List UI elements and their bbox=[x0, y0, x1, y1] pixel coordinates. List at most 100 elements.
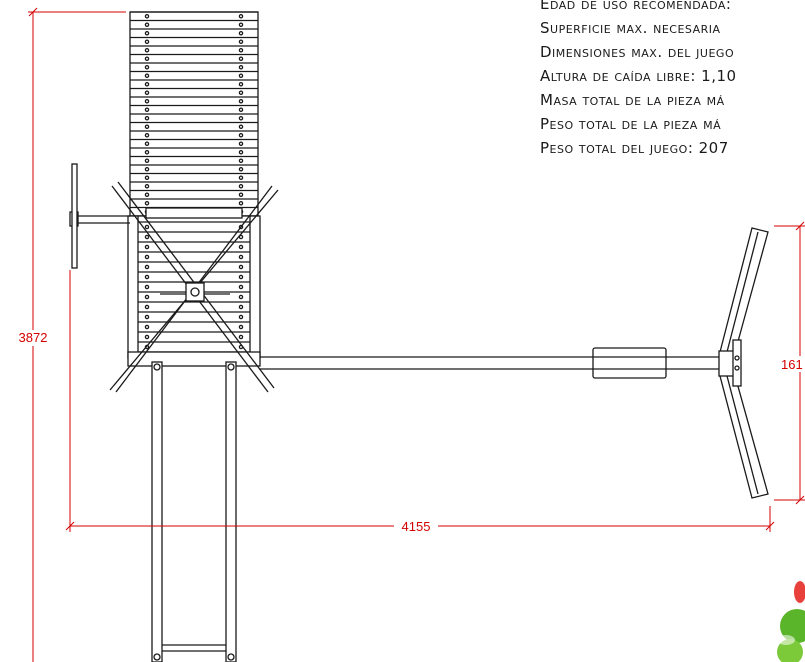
slat-screw bbox=[144, 158, 150, 163]
v-arm-line bbox=[726, 231, 759, 353]
spec-line: Peso total del juego: 207 bbox=[540, 139, 729, 157]
slat-screw bbox=[144, 183, 150, 189]
logo-highlight bbox=[777, 635, 795, 645]
dim-tick bbox=[795, 495, 805, 505]
spec-line: Altura de caída libre: 1,10 bbox=[540, 67, 737, 85]
slat-screw bbox=[144, 90, 150, 96]
slat-screw bbox=[144, 234, 150, 240]
slat-screw bbox=[144, 56, 150, 62]
slat-screw bbox=[238, 73, 244, 79]
slat-screw bbox=[238, 192, 244, 197]
side-handle bbox=[71, 163, 78, 269]
dim-tick bbox=[65, 521, 75, 531]
ladder-rail bbox=[225, 361, 237, 662]
joint-bolt bbox=[734, 365, 740, 371]
slat-screw bbox=[144, 132, 150, 138]
slat-screw bbox=[238, 183, 244, 189]
slat-screw bbox=[238, 254, 244, 260]
slat-screw bbox=[238, 244, 244, 250]
slat-screw bbox=[238, 304, 244, 310]
slat-screw bbox=[238, 274, 244, 280]
beam-sleeve bbox=[592, 347, 667, 379]
spec-line: Dimensiones max. del juego bbox=[540, 43, 735, 61]
slat-screw bbox=[144, 65, 150, 70]
dim-tick bbox=[765, 521, 775, 531]
dim-width-label: 4155 bbox=[402, 519, 431, 534]
slat-screw bbox=[238, 116, 244, 121]
slat-screw bbox=[238, 13, 244, 19]
slat-screw bbox=[144, 22, 150, 27]
dim-label-bg bbox=[14, 330, 52, 346]
slat-screw bbox=[238, 334, 244, 340]
slat-screw bbox=[144, 264, 150, 270]
slat-screw bbox=[238, 107, 244, 113]
v-arm-line bbox=[726, 375, 759, 495]
slat-screw bbox=[144, 116, 150, 121]
brand-logo bbox=[777, 581, 805, 662]
tower-structure bbox=[69, 11, 279, 662]
slat-screw bbox=[238, 224, 244, 230]
slat-screw bbox=[238, 30, 244, 36]
slat-screw bbox=[238, 48, 244, 53]
slat-screw bbox=[144, 304, 150, 310]
slat-screw bbox=[144, 224, 150, 230]
slat-screw bbox=[144, 48, 150, 53]
slat-screw bbox=[144, 284, 150, 290]
slat-screw bbox=[238, 158, 244, 163]
hub-bolt bbox=[190, 287, 200, 297]
rail-bolt bbox=[153, 363, 161, 371]
dimension-lines: 3872 4155 161 bbox=[14, 7, 805, 662]
slat-screw bbox=[144, 30, 150, 36]
dim-label-bg bbox=[394, 518, 438, 534]
slat-screw bbox=[238, 90, 244, 96]
slat-screw bbox=[238, 175, 244, 180]
slat-screw bbox=[144, 166, 150, 172]
dim-height-label: 3872 bbox=[19, 330, 48, 345]
slat-screw bbox=[238, 149, 244, 155]
v-frame bbox=[718, 227, 769, 499]
slat-screw bbox=[238, 65, 244, 70]
slat-screw bbox=[238, 200, 244, 206]
slat-screw bbox=[238, 22, 244, 27]
joint-bolt bbox=[734, 355, 740, 361]
slat-screw bbox=[144, 294, 150, 300]
spec-list: Edad de uso recomendada: Superficie max.… bbox=[540, 0, 805, 160]
horizontal-beam bbox=[260, 347, 720, 379]
spec-line: Superficie max. necesaria bbox=[540, 19, 721, 37]
slat-screw bbox=[144, 314, 150, 320]
logo-green-dot bbox=[780, 609, 805, 643]
spec-line: Masa total de la pieza má bbox=[540, 91, 725, 109]
slat-screw bbox=[238, 166, 244, 172]
rail-bolt bbox=[153, 653, 161, 661]
slat-screw bbox=[144, 141, 150, 146]
slat-screw bbox=[238, 141, 244, 146]
slat-screw bbox=[144, 82, 150, 87]
slat-screw bbox=[238, 314, 244, 320]
slat-screw bbox=[144, 200, 150, 206]
v-arm-upper bbox=[719, 227, 769, 357]
slat-screw bbox=[144, 274, 150, 280]
slat-screw bbox=[238, 284, 244, 290]
slat-screw bbox=[238, 56, 244, 62]
slat-screw bbox=[238, 324, 244, 330]
base-beam bbox=[127, 351, 261, 367]
slat-screw bbox=[144, 73, 150, 79]
spec-line: Peso total de la pieza má bbox=[540, 115, 722, 133]
slat-screw bbox=[144, 13, 150, 19]
v-joint bbox=[718, 350, 735, 377]
slat-screw bbox=[238, 234, 244, 240]
spec-line: Edad de uso recomendada: bbox=[540, 0, 732, 13]
slat-screw bbox=[144, 39, 150, 45]
v-arm-lower bbox=[719, 371, 769, 499]
slat-screw bbox=[144, 175, 150, 180]
slat-screw bbox=[144, 334, 150, 340]
slat-screw bbox=[238, 39, 244, 45]
slat-screw bbox=[144, 149, 150, 155]
slat-screw bbox=[144, 107, 150, 113]
rail-bolt bbox=[227, 363, 235, 371]
slat-screw bbox=[144, 324, 150, 330]
logo-red-leaf bbox=[794, 581, 805, 603]
dim-tick bbox=[28, 7, 38, 17]
slat-screw bbox=[144, 254, 150, 260]
